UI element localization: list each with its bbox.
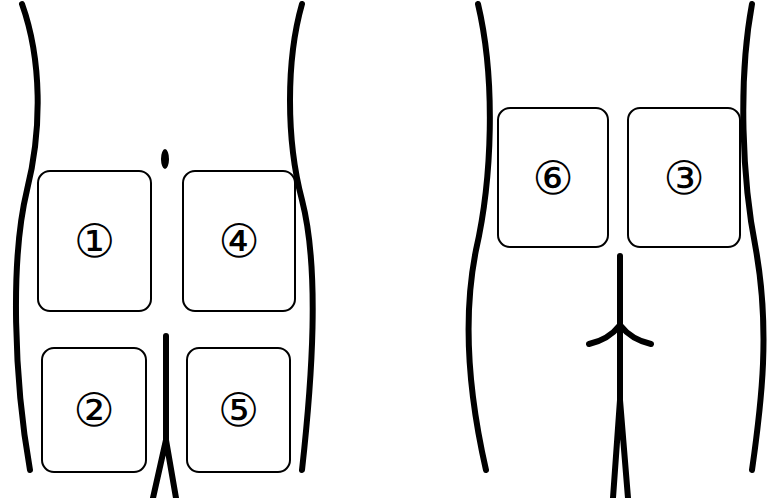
navel: [161, 149, 169, 169]
site-number: ⑥: [532, 155, 573, 201]
site-box: ③: [627, 107, 741, 248]
site-box: ①: [37, 170, 152, 312]
back-left-side: [469, 4, 490, 470]
site-number: ⑤: [218, 387, 259, 433]
front-left-side: [16, 4, 38, 470]
site-box: ⑤: [186, 347, 291, 473]
site-box: ⑥: [497, 107, 609, 248]
site-number: ③: [663, 155, 704, 201]
site-box: ④: [182, 170, 296, 312]
site-box: ②: [41, 347, 147, 473]
site-number: ④: [218, 218, 259, 264]
site-number: ①: [74, 218, 115, 264]
buttock-cleft: [589, 256, 651, 498]
site-number: ②: [73, 387, 114, 433]
front-crotch-line: [153, 336, 176, 498]
back-right-side: [743, 4, 763, 470]
